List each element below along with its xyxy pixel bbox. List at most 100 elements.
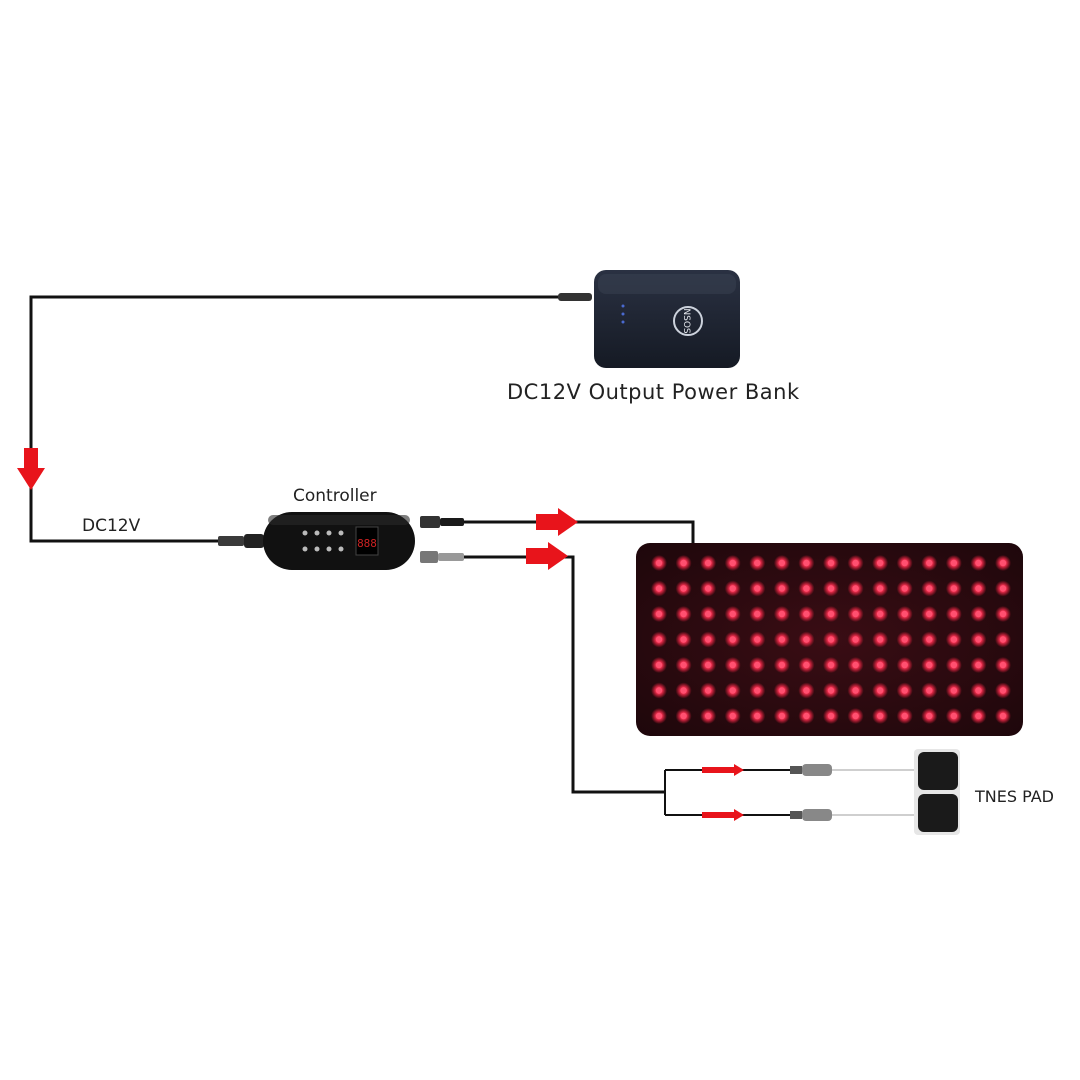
led-dot — [754, 661, 761, 669]
led-dot — [975, 687, 982, 694]
led-dot — [975, 636, 982, 643]
led-dot — [803, 687, 810, 694]
red-arrow-icon — [536, 508, 578, 536]
led-dot — [926, 559, 933, 567]
led-dot — [655, 585, 663, 592]
led-dot — [999, 687, 1007, 694]
led-dot — [901, 636, 908, 643]
controller-label: Controller — [293, 486, 377, 506]
led-dot — [704, 585, 712, 592]
led-dot — [876, 636, 884, 643]
led-dot — [729, 712, 736, 720]
led-dot — [950, 610, 958, 618]
led-dot — [680, 661, 687, 669]
led-dot — [950, 661, 958, 669]
led-dot — [655, 610, 663, 618]
led-dot — [876, 687, 884, 694]
led-dot — [827, 585, 835, 592]
tens-connector-bottom — [790, 809, 918, 821]
led-dot — [852, 559, 859, 567]
led-dot — [729, 559, 736, 567]
led-dot — [852, 585, 859, 592]
led-panel — [636, 543, 1023, 736]
led-dot — [901, 712, 908, 720]
output-plug-bottom — [420, 551, 464, 563]
led-dot — [901, 610, 908, 618]
dc-input-label: DC12V — [82, 516, 141, 536]
led-dot — [901, 687, 908, 694]
tens-pad-label: TNES PAD — [975, 787, 1054, 806]
led-dot — [729, 636, 736, 643]
led-dot — [778, 636, 786, 643]
led-dot — [999, 585, 1007, 592]
power-bank: NSOS — [594, 270, 740, 368]
led-dot — [680, 712, 687, 720]
red-arrow-icon — [17, 448, 45, 490]
red-arrow-icon — [526, 542, 568, 570]
led-dot — [999, 559, 1007, 567]
led-dot — [950, 712, 958, 720]
led-dot — [754, 559, 761, 567]
led-dot — [778, 585, 786, 592]
led-dot — [999, 661, 1007, 669]
led-dot — [754, 687, 761, 694]
led-dot — [704, 610, 712, 618]
led-dot — [926, 610, 933, 618]
led-dot — [729, 687, 736, 694]
led-dot — [680, 585, 687, 592]
led-dot — [852, 610, 859, 618]
controller-display: 888 — [357, 537, 377, 550]
led-dot — [975, 610, 982, 618]
led-dot — [827, 610, 835, 618]
led-dot — [999, 712, 1007, 720]
led-dot — [655, 712, 663, 720]
led-dot — [950, 636, 958, 643]
led-dot — [778, 712, 786, 720]
output-plug-top — [420, 516, 464, 528]
led-dot — [680, 636, 687, 643]
led-dot — [754, 636, 761, 643]
tens-wire — [464, 555, 665, 794]
led-dot — [876, 661, 884, 669]
led-dot — [778, 687, 786, 694]
led-dot — [704, 712, 712, 720]
led-dot — [704, 687, 712, 694]
led-dot — [778, 661, 786, 669]
led-dot — [655, 559, 663, 567]
led-dot — [729, 585, 736, 592]
led-dot — [704, 636, 712, 643]
led-dot — [655, 636, 663, 643]
led-dot — [852, 687, 859, 694]
led-dot — [778, 610, 786, 618]
led-dot — [729, 661, 736, 669]
led-dot — [680, 610, 687, 618]
led-dot — [803, 610, 810, 618]
led-dot — [950, 585, 958, 592]
led-dot — [950, 687, 958, 694]
led-dot — [827, 661, 835, 669]
led-dot — [876, 559, 884, 567]
led-dot — [803, 585, 810, 592]
led-dot — [999, 636, 1007, 643]
led-dot — [926, 661, 933, 669]
led-dot — [975, 559, 982, 567]
led-dot — [754, 585, 761, 592]
brand-logo: NSOS — [681, 308, 691, 334]
power-bank-plug — [558, 293, 592, 301]
led-dot — [852, 636, 859, 643]
led-dot — [901, 585, 908, 592]
dc-plug — [218, 534, 264, 548]
led-dot — [876, 610, 884, 618]
tens-electrode-icon — [914, 749, 960, 835]
led-dot — [655, 687, 663, 694]
led-dot — [827, 712, 835, 720]
led-dot — [975, 661, 982, 669]
red-arrow-icon — [702, 764, 744, 776]
red-arrow-icon — [702, 809, 744, 821]
led-dot — [975, 712, 982, 720]
led-dot — [926, 636, 933, 643]
controller-device: 888 — [263, 512, 415, 570]
led-dot — [803, 636, 810, 643]
